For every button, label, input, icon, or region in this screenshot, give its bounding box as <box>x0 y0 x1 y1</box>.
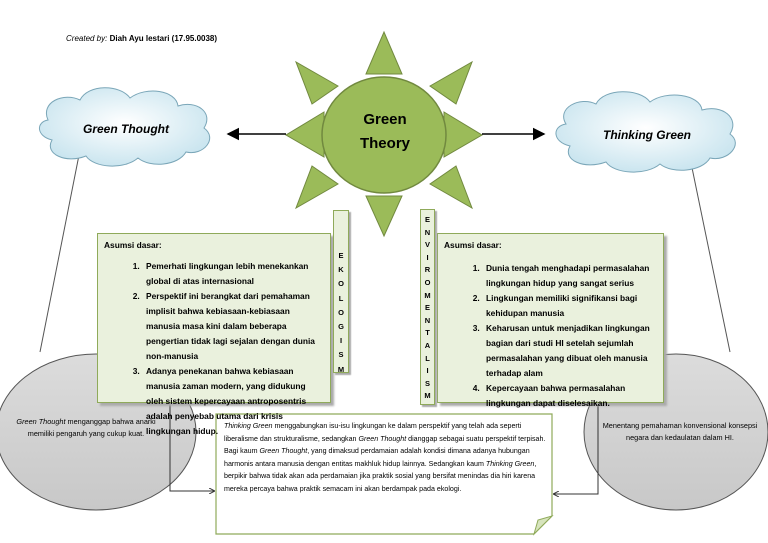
letter: O <box>338 307 344 317</box>
letter: E <box>338 251 344 260</box>
left-assumption-box: Asumsi dasar: Pemerhati lingkungan lebih… <box>97 233 331 436</box>
list-item: Perspektif ini berangkat dari pemahaman … <box>142 289 322 364</box>
credit-label: Created by: <box>66 34 108 43</box>
right-cloud-label: Thinking Green <box>602 128 691 142</box>
sun-rays <box>285 30 483 238</box>
letter: L <box>425 353 430 363</box>
center-comparison-text: Thinking Green menggabungkan isu-isu lin… <box>216 414 552 534</box>
letter: N <box>424 315 431 325</box>
right-assumption-box: Asumsi dasar: Dunia tengah menghadapi pe… <box>437 233 664 408</box>
list-item: Kepercayaan bahwa permasalahan lingkunga… <box>482 381 657 411</box>
letter: O <box>338 279 344 289</box>
left-oval-emphasis: Green Thought <box>16 417 66 426</box>
right-connector-line <box>689 157 731 353</box>
list-item: Adanya penekanan bahwa kebiasaan manusia… <box>142 364 322 439</box>
letter: E <box>424 215 430 224</box>
sun-title: Green Theory <box>330 108 440 156</box>
letter: M <box>424 391 431 401</box>
left-elbow-arrow <box>169 404 214 491</box>
left-box-heading: Asumsi dasar: <box>104 240 162 250</box>
letter: V <box>424 240 430 250</box>
letter: R <box>424 265 431 275</box>
left-connector-line <box>39 149 81 353</box>
left-oval-text: Green Thought menganggap bahwa anarki me… <box>6 416 166 440</box>
text-run: , yang dimaksud perdamaian adalah kondis… <box>224 447 530 468</box>
sun-title-line-2: Theory <box>359 135 410 152</box>
letter: I <box>426 252 429 262</box>
letter: S <box>338 350 344 360</box>
right-oval-text: Menentang pemahaman konvensional konseps… <box>602 421 758 442</box>
text-run: menggabungkan isu-isu lingkungan ke dala… <box>224 422 522 443</box>
letter: O <box>424 277 431 287</box>
letter: L <box>338 293 344 303</box>
text-run: Thinking Green <box>485 459 535 468</box>
right-assumption-list: Dunia tengah menghadapi permasalahan lin… <box>444 261 657 411</box>
left-assumption-list: Pemerhati lingkungan lebih menekankan gl… <box>104 259 322 439</box>
text-run: Thinking Green <box>224 422 273 430</box>
letter: M <box>337 364 345 374</box>
left-oval-body: menganggap bahwa anarki memiliki pengaru… <box>27 417 156 438</box>
environmentalism-label: E N V I R O M E N T A L I S M <box>420 209 435 405</box>
letter: E <box>424 303 430 313</box>
letter: N <box>424 227 431 237</box>
letter: G <box>338 322 344 332</box>
letter: I <box>426 366 429 376</box>
letter: K <box>338 265 344 275</box>
list-item: Keharusan untuk menjadikan lingkungan ba… <box>482 321 657 381</box>
credit-line: Created by: Diah Ayu lestari (17.95.0038… <box>66 34 217 43</box>
letter: A <box>424 340 431 350</box>
ekologism-label: E K O L O G I S M <box>333 210 349 374</box>
text-run: dianggap sebagai suatu perspektif terpis… <box>224 434 546 456</box>
letter: T <box>425 328 430 338</box>
right-cloud <box>555 91 736 173</box>
right-elbow-arrow <box>554 404 599 494</box>
letter: M <box>424 290 431 300</box>
credit-author: Diah Ayu lestari (17.95.0038) <box>107 34 218 43</box>
center-box-fold <box>532 514 554 536</box>
left-cloud-label: Green Thought <box>83 122 169 136</box>
list-item: Dunia tengah menghadapi permasalahan lin… <box>482 261 657 291</box>
list-item: Pemerhati lingkungan lebih menekankan gl… <box>142 259 322 289</box>
text-run: Green Thought <box>358 434 407 443</box>
sun-circle <box>321 76 447 194</box>
text-run: Green Thought <box>259 447 308 456</box>
letter: S <box>424 378 430 388</box>
text-run: , berpikir bahwa tidak akan ada perdamai… <box>224 459 537 493</box>
list-item: Lingkungan memiliki signifikansi bagi ke… <box>482 291 657 321</box>
letter: I <box>339 336 343 346</box>
left-cloud <box>39 87 211 167</box>
right-box-heading: Asumsi dasar: <box>444 240 502 250</box>
sun-title-line-1: Green <box>363 111 407 128</box>
